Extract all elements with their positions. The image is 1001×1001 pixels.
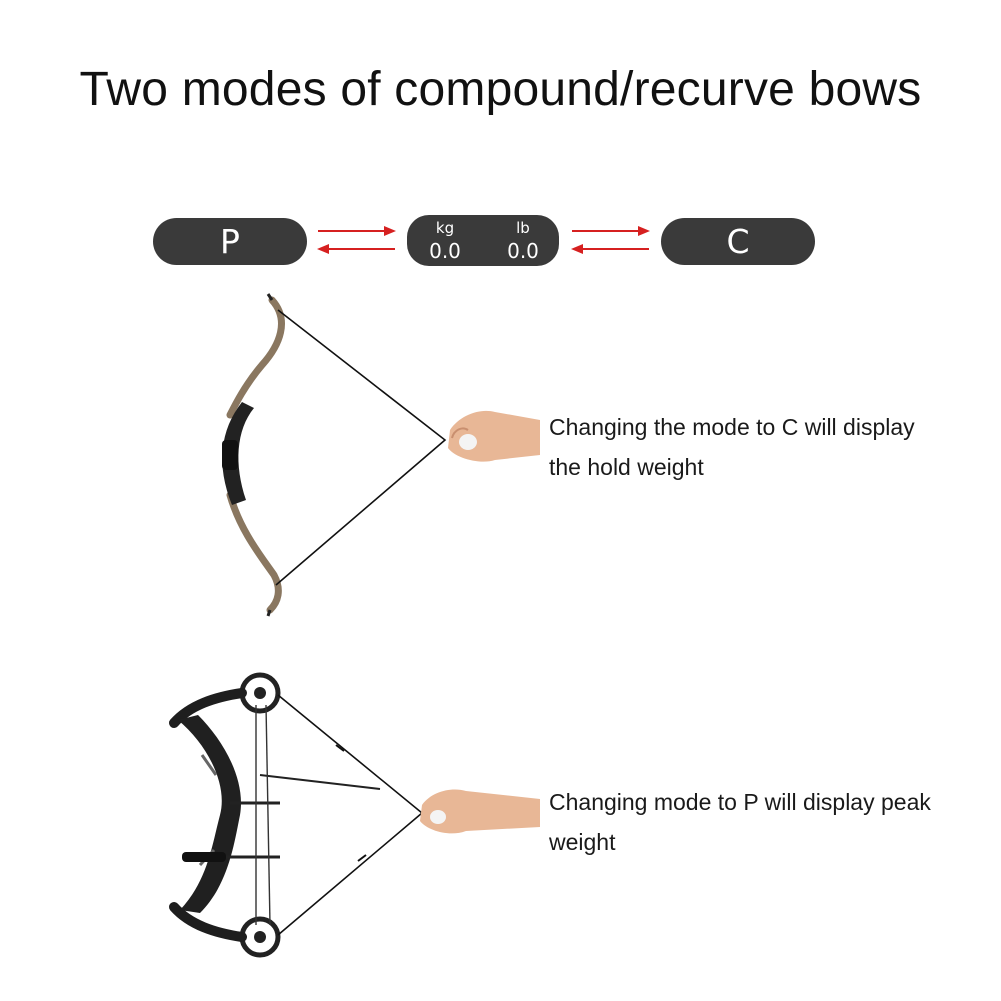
compound-caption-line-1: Changing mode to P will display peak	[549, 782, 989, 822]
lb-value: 0.0	[493, 239, 553, 263]
recurve-caption-line-1: Changing the mode to C will display	[549, 407, 989, 447]
mode-c-label: C	[726, 222, 749, 261]
page-title: Two modes of compound/recurve bows	[0, 62, 1001, 117]
recurve-bow-illustration	[150, 290, 540, 620]
kg-unit: kg	[415, 219, 475, 237]
lb-unit: lb	[493, 219, 553, 237]
compound-caption: Changing mode to P will display peak wei…	[549, 782, 989, 862]
recurve-caption-line-2: the hold weight	[549, 447, 989, 487]
swap-arrows-icon	[314, 222, 399, 262]
swap-arrows-icon	[568, 222, 653, 262]
mode-p-button[interactable]: P	[153, 218, 307, 265]
recurve-caption: Changing the mode to C will display the …	[549, 407, 989, 487]
compound-caption-line-2: weight	[549, 822, 989, 862]
mode-c-button[interactable]: C	[661, 218, 815, 265]
mode-p-label: P	[220, 222, 240, 261]
compound-bow-illustration	[160, 665, 540, 965]
weight-display: kg 0.0 lb 0.0	[407, 215, 559, 266]
kg-value: 0.0	[415, 239, 475, 263]
